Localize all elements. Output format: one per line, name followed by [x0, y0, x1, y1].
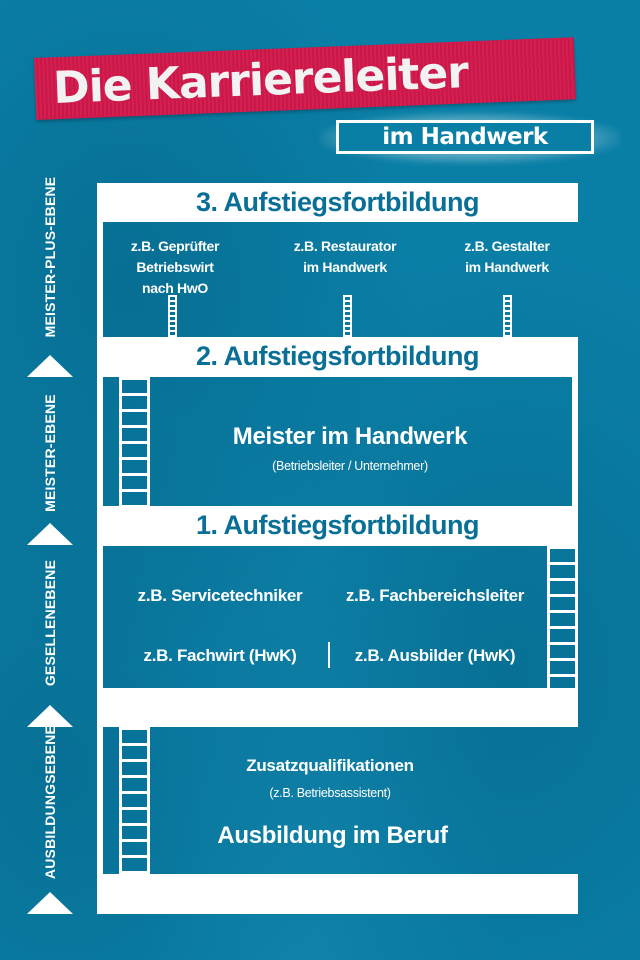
band-3-label: 3. Aufstiegsfortbildung [196, 187, 479, 217]
ladder-ausbildung [119, 727, 150, 874]
mini-ladder-2 [343, 295, 352, 337]
ausbildung-title: Ausbildung im Beruf [217, 822, 448, 849]
meister-subtitle: (Betriebsleiter / Unternehmer) [272, 459, 428, 473]
zusatzqualifikationen-subtitle: (z.B. Betriebsassistent) [269, 786, 391, 800]
up-arrow-icon [27, 892, 73, 914]
band-1-label: 1. Aufstiegsfortbildung [196, 510, 479, 540]
zusatzqualifikationen-title: Zusatzqualifikationen [246, 756, 414, 775]
example-restaurator: z.B. Restaurator im Handwerk [293, 238, 397, 275]
up-arrow-icon [27, 355, 73, 377]
band-1 [97, 506, 578, 546]
frame-left-bar [97, 183, 103, 914]
examples-divider [328, 642, 330, 668]
side-label-meister-plus: MEISTER-PLUS-EBENE [42, 176, 58, 338]
example-servicetechniker: z.B. Servicetechniker [137, 586, 303, 605]
up-arrow-icon [27, 705, 73, 727]
page-title: Die Karriereleiter [52, 47, 469, 114]
mini-ladder-3 [503, 295, 512, 337]
example-betriebswirt: z.B. Geprüfter Betriebswirt nach HwO [130, 238, 220, 296]
page-subtitle: im Handwerk [336, 120, 594, 154]
up-arrow-icon [27, 523, 73, 545]
example-ausbilder: z.B. Ausbilder (HwK) [354, 646, 516, 665]
example-fachbereichsleiter: z.B. Fachbereichsleiter [345, 586, 525, 605]
mini-ladder-1 [168, 295, 177, 337]
band-2-label: 2. Aufstiegsfortbildung [196, 341, 479, 371]
ladder-meister [119, 377, 150, 506]
example-gestalter: z.B. Gestalter im Handwerk [464, 238, 550, 275]
gesellen-floor-band [97, 688, 578, 727]
side-label-gesellen: GESELLENEBENE [42, 559, 58, 687]
side-label-ausbildung: AUSBILDUNGSEBENE [42, 724, 58, 880]
example-fachwirt: z.B. Fachwirt (HwK) [143, 646, 297, 665]
ground-band [97, 874, 578, 914]
band-2 [97, 337, 578, 377]
meister-title: Meister im Handwerk [232, 423, 468, 450]
ladder-gesellen [547, 546, 578, 688]
band-3 [97, 183, 578, 222]
frame-right-wall-meister [572, 377, 578, 506]
